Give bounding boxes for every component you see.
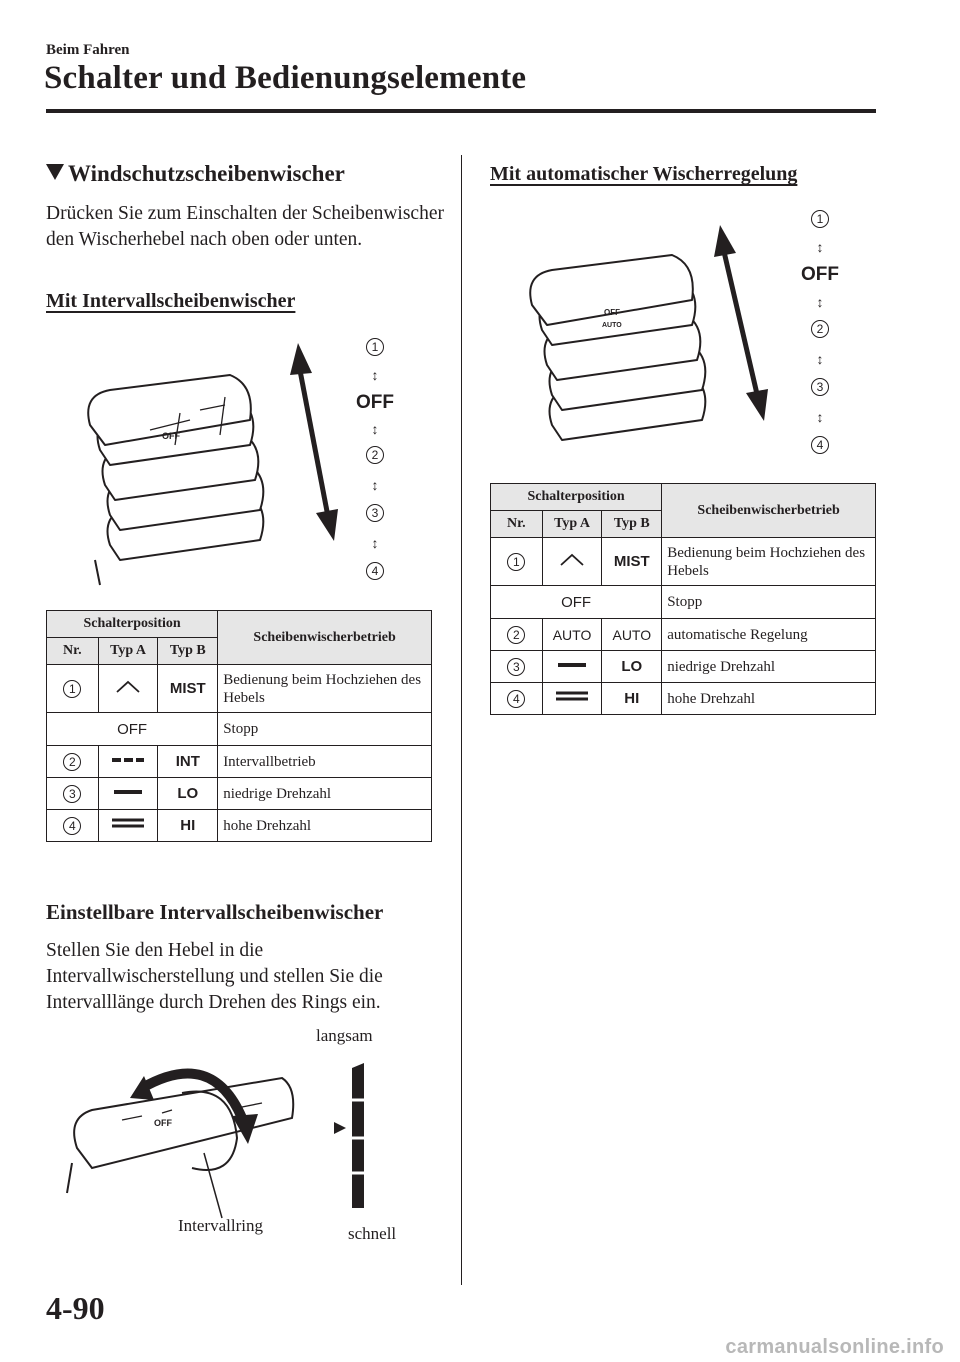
updown-arrow-icon: ↕ <box>371 537 379 552</box>
page-title: Schalter und Bedienungselemente <box>44 60 527 96</box>
table-row: 3 LO niedrige Drehzahl <box>46 777 432 810</box>
updown-arrow-icon: ↕ <box>371 369 379 384</box>
watermark: carmanualsonline.info <box>725 1336 944 1358</box>
page-number: 4-90 <box>46 1290 105 1326</box>
table-row: 2 INT Intervallbetrieb <box>46 745 432 778</box>
table-row: 3 LO niedrige Drehzahl <box>490 650 876 683</box>
table-row: 1 MIST Bedienung beim Hochziehen des Heb… <box>490 537 876 586</box>
svg-text:AUTO: AUTO <box>602 322 622 329</box>
adjustable-text: Stellen Sie den Hebel in die Intervallwi… <box>46 940 383 1013</box>
breadcrumb: Beim Fahren <box>46 42 130 58</box>
wiper-lever-illustration: OFF <box>87 343 338 586</box>
updown-arrow-icon: ↕ <box>816 241 824 256</box>
mist-arc-icon <box>116 680 140 693</box>
section-heading: Windschutzscheibenwischer <box>46 161 345 187</box>
single-line-icon <box>114 790 143 794</box>
auto-wiper-lever-illustration: OFF AUTO <box>529 225 768 441</box>
table-row: 1 MIST Bedienung beim Hochziehen des Heb… <box>46 664 432 713</box>
table-row: OFF Stopp <box>45 712 432 746</box>
interval-wiper-table: Schalterposition Scheibenwischerbetrieb … <box>45 610 432 842</box>
dashed-line-icon <box>112 758 145 762</box>
auto-wiper-table: Schalterposition Scheibenwischerbetrieb … <box>489 483 876 715</box>
label-fast: schnell <box>348 1224 397 1243</box>
updown-arrow-icon: ↕ <box>371 423 379 438</box>
header-rule <box>46 109 876 113</box>
auto-figure-labels: 1 ↕ OFF ↕ 2 ↕ 3 ↕ 4 <box>801 210 839 454</box>
table-row: 4 HI hohe Drehzahl <box>490 682 876 715</box>
updown-arrow-icon: ↕ <box>816 296 824 311</box>
interval-figure-labels: 1 ↕ OFF ↕ 2 ↕ 3 ↕ 4 <box>356 338 394 580</box>
section-intro: Drücken Sie zum Einschalten der Scheiben… <box>46 203 444 250</box>
double-line-icon <box>556 691 589 701</box>
label-slow: langsam <box>316 1026 373 1045</box>
svg-text:OFF: OFF <box>162 431 180 441</box>
table-row: 4 HI hohe Drehzahl <box>46 809 432 842</box>
svg-text:OFF: OFF <box>604 308 620 317</box>
interval-wiper-subheading: Mit Intervallscheibenwischer <box>46 290 296 312</box>
interval-ring-illustration: OFF <box>66 1063 368 1219</box>
table-row: OFF Stopp <box>489 585 876 619</box>
updown-arrow-icon: ↕ <box>816 353 824 368</box>
svg-text:OFF: OFF <box>154 1118 172 1128</box>
table-row: 2 AUTO AUTO automatische Regelung <box>490 618 876 651</box>
label-ring: Intervallring <box>178 1216 263 1235</box>
triangle-marker-icon <box>46 164 64 180</box>
updown-arrow-icon: ↕ <box>816 411 824 426</box>
updown-arrow-icon: ↕ <box>371 479 379 494</box>
double-line-icon <box>112 818 145 828</box>
adjustable-heading: Einstellbare Intervallscheibenwischer <box>46 900 384 924</box>
column-divider <box>461 155 462 1285</box>
mist-arc-icon <box>560 553 584 566</box>
single-line-icon <box>558 663 587 667</box>
auto-wiper-subheading: Mit automatischer Wischerregelung <box>490 163 798 185</box>
